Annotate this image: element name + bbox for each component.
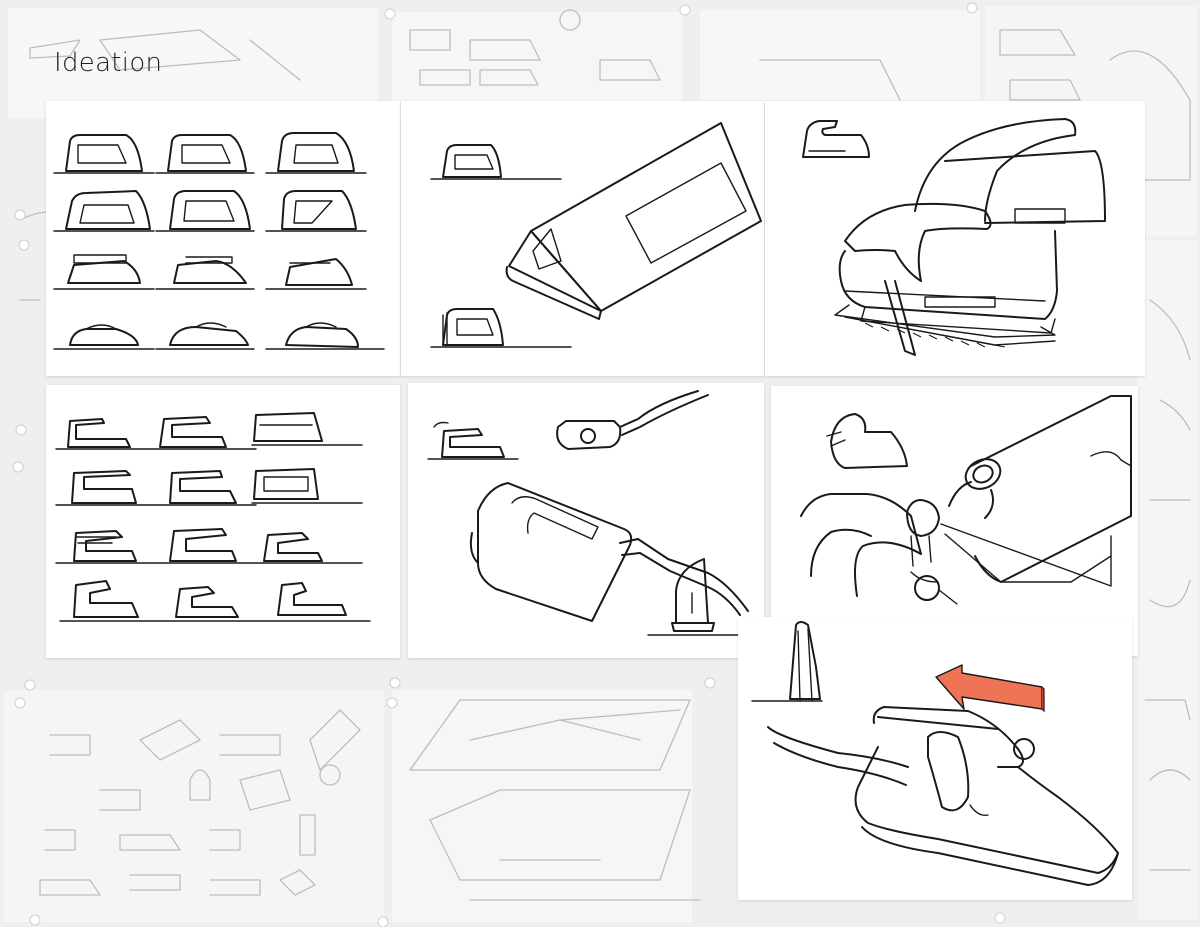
orange-arrow-icon — [935, 664, 1045, 713]
sketch-panel-roller-iron — [771, 386, 1138, 656]
triangular-prism-iron-sketch-icon — [430, 122, 762, 348]
iron-profile-sketch-grid-icon — [55, 412, 371, 622]
sketch-panel-silhouette-grid-2 — [46, 385, 400, 658]
sketch-panel-triangular-iron — [401, 101, 764, 376]
iron-profile-sketch-grid-icon — [53, 132, 385, 350]
sketch-panel-handle-iron — [765, 101, 1145, 376]
roller-iron-with-plug-sketch-icon — [800, 395, 1132, 605]
page-title: Ideation — [54, 48, 163, 78]
sketch-panel-silhouette-grid-1 — [46, 101, 400, 376]
sketch-panel-cord-iron — [408, 383, 764, 658]
corded-iron-with-plug-sketch-icon — [427, 390, 759, 636]
sketch-panel-final-iron — [738, 617, 1132, 900]
final-iron-concept-with-arrow-icon — [751, 621, 1119, 886]
handle-iron-on-plate-sketch-icon — [802, 118, 1106, 356]
